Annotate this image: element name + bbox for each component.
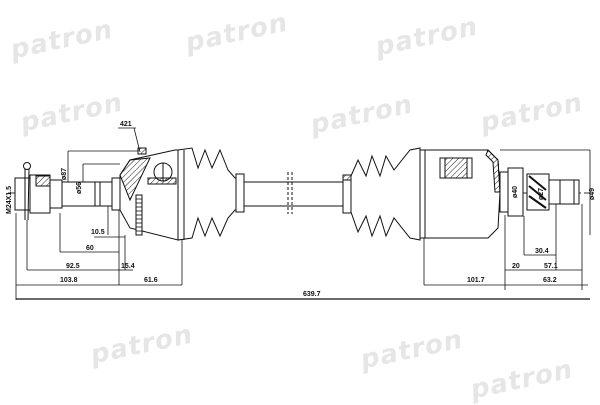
dim-101-7: 101.7: [467, 277, 485, 284]
dim-92-5: 92.5: [66, 263, 80, 270]
left-boot: [177, 147, 241, 241]
cotter-pin: [23, 162, 31, 170]
dim-103-8: 103.8: [60, 277, 78, 284]
dim-dia-40: ø40: [512, 186, 519, 198]
reference-marker-label: 421: [120, 121, 132, 128]
dim-60: 60: [86, 245, 94, 252]
dim-63-2: 63.2: [543, 277, 557, 284]
dim-dia-56: ø56: [76, 182, 83, 194]
dim-dia-49: ø49: [589, 188, 596, 200]
dim-20: 20: [512, 263, 520, 270]
left-thread-end: [14, 177, 31, 211]
dim-61-6: 61.6: [144, 277, 158, 284]
nut: [49, 179, 63, 209]
middle-shaft: [243, 181, 350, 207]
dim-thread: M24X1.5: [6, 186, 13, 214]
dim-dia-27: ø27: [538, 188, 545, 200]
dim-total-length: 639.7: [303, 291, 321, 298]
right-boot: [350, 147, 421, 241]
dim-dia-87: ø87: [61, 168, 68, 180]
dim-30-4: 30.4: [535, 248, 549, 255]
dim-15-4: 15.4: [121, 263, 135, 270]
dim-57-1: 57.1: [544, 263, 558, 270]
dim-10-5: 10.5: [91, 229, 105, 236]
